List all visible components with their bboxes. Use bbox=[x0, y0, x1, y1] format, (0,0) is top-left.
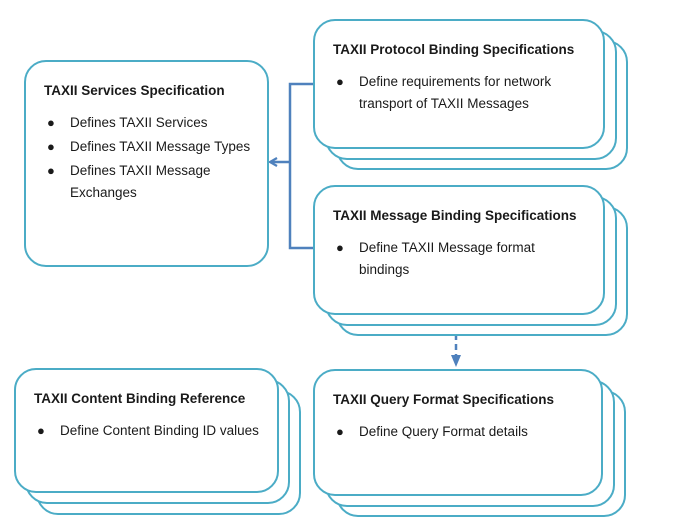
bullet-dot-icon: ● bbox=[336, 424, 344, 439]
content-binding-box: TAXII Content Binding Reference ●Define … bbox=[14, 368, 279, 493]
bullet-dot-icon: ● bbox=[336, 74, 344, 89]
bracket-connector bbox=[288, 82, 316, 250]
bullet-item: ●Defines TAXII Message Exchanges bbox=[44, 160, 251, 204]
protocol-binding-bullets: ●Define requirements for network transpo… bbox=[333, 71, 587, 115]
bullet-dot-icon: ● bbox=[47, 139, 55, 154]
message-binding-bullets: ●Define TAXII Message format bindings bbox=[333, 237, 587, 281]
bullet-item: ●Defines TAXII Services bbox=[44, 112, 251, 134]
bullet-item: ●Define requirements for network transpo… bbox=[333, 71, 587, 115]
services-specification-bullets: ●Defines TAXII Services ●Defines TAXII M… bbox=[44, 112, 251, 204]
bullet-dot-icon: ● bbox=[336, 240, 344, 255]
bullet-dot-icon: ● bbox=[47, 115, 55, 130]
query-format-box: TAXII Query Format Specifications ●Defin… bbox=[313, 369, 603, 496]
services-specification-title: TAXII Services Specification bbox=[44, 83, 225, 98]
message-binding-title: TAXII Message Binding Specifications bbox=[333, 208, 577, 223]
message-binding-box: TAXII Message Binding Specifications ●De… bbox=[313, 185, 605, 315]
bullet-dot-icon: ● bbox=[37, 423, 45, 438]
content-binding-title: TAXII Content Binding Reference bbox=[34, 391, 246, 406]
bullet-dot-icon: ● bbox=[47, 163, 55, 178]
content-binding-bullets: ●Define Content Binding ID values bbox=[34, 420, 261, 442]
bullet-item: ●Define TAXII Message format bindings bbox=[333, 237, 587, 281]
protocol-binding-box: TAXII Protocol Binding Specifications ●D… bbox=[313, 19, 605, 149]
query-format-title: TAXII Query Format Specifications bbox=[333, 392, 555, 407]
bullet-item: ●Defines TAXII Message Types bbox=[44, 136, 251, 158]
services-specification-box: TAXII Services Specification ●Defines TA… bbox=[24, 60, 269, 267]
bullet-item: ●Define Content Binding ID values bbox=[34, 420, 261, 442]
bullet-item: ●Define Query Format details bbox=[333, 421, 585, 443]
protocol-binding-title: TAXII Protocol Binding Specifications bbox=[333, 42, 575, 57]
query-format-bullets: ●Define Query Format details bbox=[333, 421, 585, 443]
